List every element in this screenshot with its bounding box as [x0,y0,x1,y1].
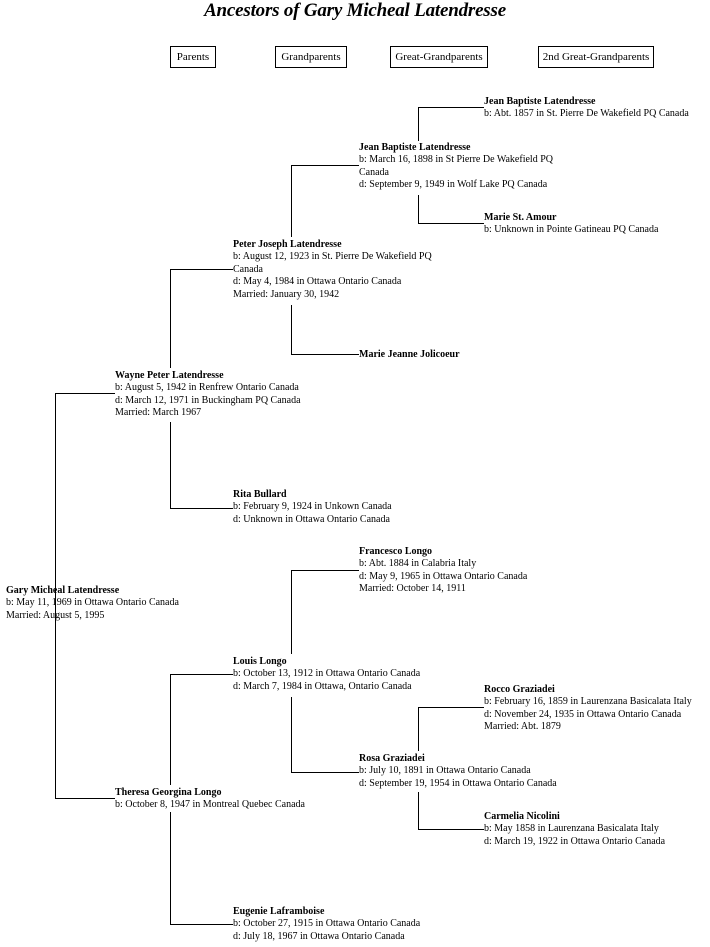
connector-marie-jeanne [291,354,359,355]
connector-carmelia [418,829,484,830]
person-francesco: Francesco Longo b: Abt. 1884 in Calabria… [359,546,527,596]
person-birth: b: May 11, 1969 in Ottawa Ontario Canada [6,597,179,609]
person-birth: b: Unknown in Pointe Gatineau PQ Canada [484,224,659,236]
connector-jb-sr [418,107,484,108]
person-birth: b: February 16, 1859 in Laurenzana Basic… [484,696,692,708]
person-death: d: May 4, 1984 in Ottawa Ontario Canada [233,276,402,288]
connector-eugenie [170,924,233,925]
connector-gary [55,393,56,798]
person-carmelia: Carmelia Nicolini b: May 1858 in Laurenz… [484,811,665,848]
header-grandparents: Grandparents [275,46,347,68]
person-peter: Peter Joseph Latendresse b: August 12, 1… [233,239,432,301]
person-louis: Louis Longo b: October 13, 1912 in Ottaw… [233,656,420,693]
person-rocco: Rocco Graziadei b: February 16, 1859 in … [484,684,710,734]
connector-peter [170,269,233,270]
connector-louis-down [291,697,292,772]
person-name: Gary Micheal Latendresse [6,585,120,596]
person-birth: b: August 5, 1942 in Renfrew Ontario Can… [115,382,299,394]
person-birth: b: Abt. 1884 in Calabria Italy [359,558,477,570]
person-name: Wayne Peter Latendresse [115,370,224,381]
person-death: d: March 7, 1984 in Ottawa, Ontario Cana… [233,680,412,692]
connector-peter-down [291,305,292,354]
connector-jb-jr [291,165,359,166]
person-name: Rocco Graziadei [484,684,555,695]
person-married: Married: Abt. 1879 [484,721,561,733]
connector-rosa [291,772,359,773]
header-parents: Parents [170,46,216,68]
person-name: Rita Bullard [233,489,287,500]
person-name: Theresa Georgina Longo [115,787,222,798]
person-jean-baptiste-jr: Jean Baptiste Latendresse b: March 16, 1… [359,142,553,192]
person-name: Rosa Graziadei [359,753,425,764]
person-name: Peter Joseph Latendresse [233,239,342,250]
connector-francesco [291,570,359,571]
person-birth: b: August 12, 1923 in St. Pierre De Wake… [233,251,432,263]
connector-wayne-down [170,422,171,508]
person-married: Married: August 5, 1995 [6,609,105,621]
connector-rosa-down [418,792,419,829]
chart-title: Ancestors of Gary Micheal Latendresse [204,0,506,21]
person-death: d: September 9, 1949 in Wolf Lake PQ Can… [359,179,548,191]
person-death: d: September 19, 1954 in Ottawa Ontario … [359,777,557,789]
person-death: d: November 24, 1935 in Ottawa Ontario C… [484,708,682,720]
person-married: Married: January 30, 1942 [233,288,340,300]
connector-wayne [55,393,115,394]
person-name: Francesco Longo [359,546,433,557]
person-name: Jean Baptiste Latendresse [484,96,596,107]
person-theresa: Theresa Georgina Longo b: October 8, 194… [115,787,305,812]
connector-theresa [55,798,115,799]
person-gary: Gary Micheal Latendresse b: May 11, 1969… [6,585,179,622]
person-birth: b: October 13, 1912 in Ottawa Ontario Ca… [233,668,421,680]
person-rita: Rita Bullard b: February 9, 1924 in Unko… [233,489,392,526]
person-birth: b: October 27, 1915 in Ottawa Ontario Ca… [233,918,421,930]
person-death: d: March 19, 1922 in Ottawa Ontario Cana… [484,835,666,847]
person-birth: b: July 10, 1891 in Ottawa Ontario Canad… [359,765,531,777]
connector-peter-up [291,165,292,237]
connector-rosa-up [418,707,419,751]
person-name: Marie Jeanne Jolicoeur [359,349,460,360]
header-2nd-great-grandparents: 2nd Great-Grandparents [538,46,654,68]
connector-theresa-down [170,812,171,924]
connector-rita [170,508,233,509]
person-birth: b: March 16, 1898 in St Pierre De Wakefi… [359,154,553,166]
person-marie-jeanne: Marie Jeanne Jolicoeur [359,349,471,361]
connector-louis-up [291,570,292,654]
connector-marie-st-amour [418,223,484,224]
connector-theresa-up [170,674,171,785]
person-birth-cont: Canada [359,166,389,178]
person-name: Carmelia Nicolini [484,811,560,822]
person-death: d: March 12, 1971 in Buckingham PQ Canad… [115,394,301,406]
person-marie-st-amour: Marie St. Amour b: Unknown in Pointe Gat… [484,212,658,237]
person-rosa: Rosa Graziadei b: July 10, 1891 in Ottaw… [359,753,557,790]
person-birth: b: February 9, 1924 in Unkown Canada [233,501,392,513]
connector-rocco [418,707,484,708]
person-death: d: July 18, 1967 in Ottawa Ontario Canad… [233,930,405,942]
person-name: Jean Baptiste Latendresse [359,142,471,153]
person-birth: b: May 1858 in Laurenzana Basicalata Ita… [484,823,659,835]
person-wayne: Wayne Peter Latendresse b: August 5, 194… [115,370,301,420]
person-name: Eugenie Laframboise [233,906,325,917]
person-birth: b: Abt. 1857 in St. Pierre De Wakefield … [484,108,689,120]
person-jean-baptiste-sr: Jean Baptiste Latendresse b: Abt. 1857 i… [484,96,689,121]
person-birth-cont: Canada [233,263,263,275]
person-married: Married: March 1967 [115,407,202,419]
person-death: d: May 9, 1965 in Ottawa Ontario Canada [359,570,528,582]
header-great-grandparents: Great-Grandparents [390,46,488,68]
person-married: Married: October 14, 1911 [359,583,466,595]
person-death: d: Unknown in Ottawa Ontario Canada [233,513,390,525]
connector-jb-jr-up [418,107,419,141]
connector-wayne-up [170,269,171,368]
connector-louis [170,674,233,675]
connector-jb-jr-down [418,195,419,223]
person-eugenie: Eugenie Laframboise b: October 27, 1915 … [233,906,420,943]
person-birth: b: October 8, 1947 in Montreal Quebec Ca… [115,799,305,811]
person-name: Louis Longo [233,656,287,667]
person-name: Marie St. Amour [484,212,557,223]
